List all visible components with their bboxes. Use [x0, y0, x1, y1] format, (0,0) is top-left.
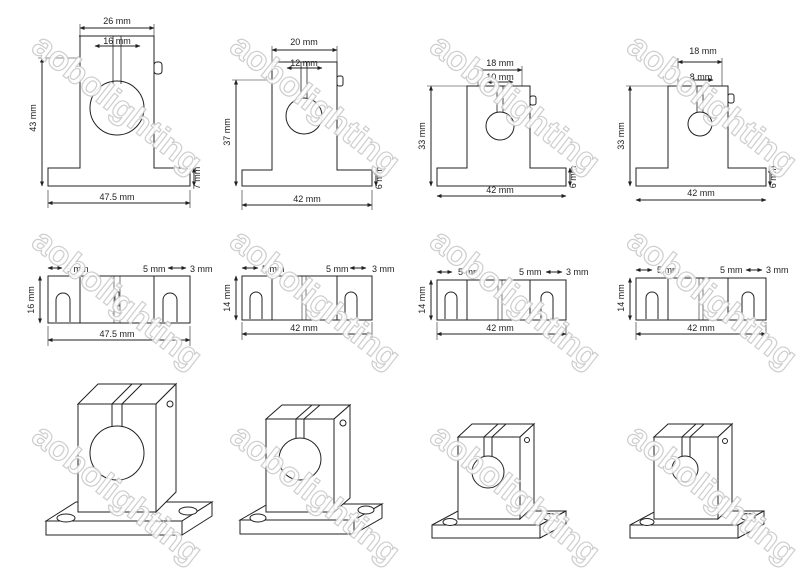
fv1-height-label: 43 mm: [28, 104, 38, 132]
tv4-hole-dia-label: 3 mm: [766, 265, 789, 275]
tv1-hole-dia-label: 3 mm: [190, 264, 213, 274]
fv2-base-label: 6 mm: [374, 167, 384, 190]
front-view-3: [427, 66, 572, 198]
tv3-hole-pitch-label: 5 mm: [519, 267, 542, 277]
iso-view-1: [44, 382, 214, 536]
tv4-hole-offset-label: 5 mm: [657, 265, 680, 275]
fv3-top-width-label: 18 mm: [486, 58, 514, 68]
top-view-4: [628, 268, 767, 340]
fv3-height-label: 33 mm: [417, 122, 427, 150]
fv1-width-label: 47.5 mm: [99, 192, 134, 202]
tv4-width-label: 42 mm: [687, 323, 715, 333]
tv2-depth-label: 14 mm: [222, 284, 232, 312]
iso-view-2: [238, 403, 384, 535]
front-view-4: [626, 58, 772, 202]
fv1-slot-label: 16 mm: [103, 36, 131, 46]
tv1-depth-label: 16 mm: [26, 286, 36, 314]
tv2-hole-offset-label: 5 mm: [262, 264, 285, 274]
fv3-width-label: 42 mm: [486, 185, 514, 195]
fv2-slot-label: 12 mm: [290, 58, 318, 68]
tv4-depth-label: 14 mm: [616, 284, 626, 312]
fv2-top-width-label: 20 mm: [290, 37, 318, 47]
tv2-width-label: 42 mm: [290, 323, 318, 333]
tv2-hole-pitch-label: 5 mm: [326, 264, 349, 274]
fv4-slot-label: 8 mm: [690, 72, 713, 82]
iso-view-3: [431, 422, 567, 539]
fv2-width-label: 42 mm: [293, 194, 321, 204]
top-view-3: [429, 270, 567, 340]
fv4-base-label: 6 mm: [768, 166, 778, 189]
tv3-depth-label: 14 mm: [417, 286, 427, 314]
tv1-hole-offset-label: 5 mm: [66, 264, 89, 274]
front-view-2: [232, 46, 378, 210]
tv2-hole-dia-label: 3 mm: [372, 264, 395, 274]
tv3-hole-dia-label: 3 mm: [566, 267, 589, 277]
fv4-height-label: 33 mm: [616, 122, 626, 150]
tv1-hole-pitch-label: 5 mm: [143, 264, 166, 274]
fv3-base-label: 6 mm: [568, 166, 578, 189]
fv4-width-label: 42 mm: [687, 188, 715, 198]
tv3-hole-offset-label: 5 mm: [458, 267, 481, 277]
top-view-1: [38, 266, 191, 346]
tv3-width-label: 42 mm: [486, 323, 514, 333]
fv2-height-label: 37 mm: [222, 118, 232, 146]
tv4-hole-pitch-label: 5 mm: [720, 265, 743, 275]
fv3-slot-label: 10 mm: [486, 72, 514, 82]
fv4-top-width-label: 18 mm: [689, 46, 717, 56]
tv1-width-label: 47.5 mm: [99, 329, 134, 339]
iso-view-4: [629, 422, 765, 539]
top-view-2: [234, 266, 373, 340]
front-view-1: [38, 24, 196, 208]
fv1-base-label: 7 mm: [192, 167, 202, 190]
fv1-top-width-label: 26 mm: [103, 16, 131, 26]
